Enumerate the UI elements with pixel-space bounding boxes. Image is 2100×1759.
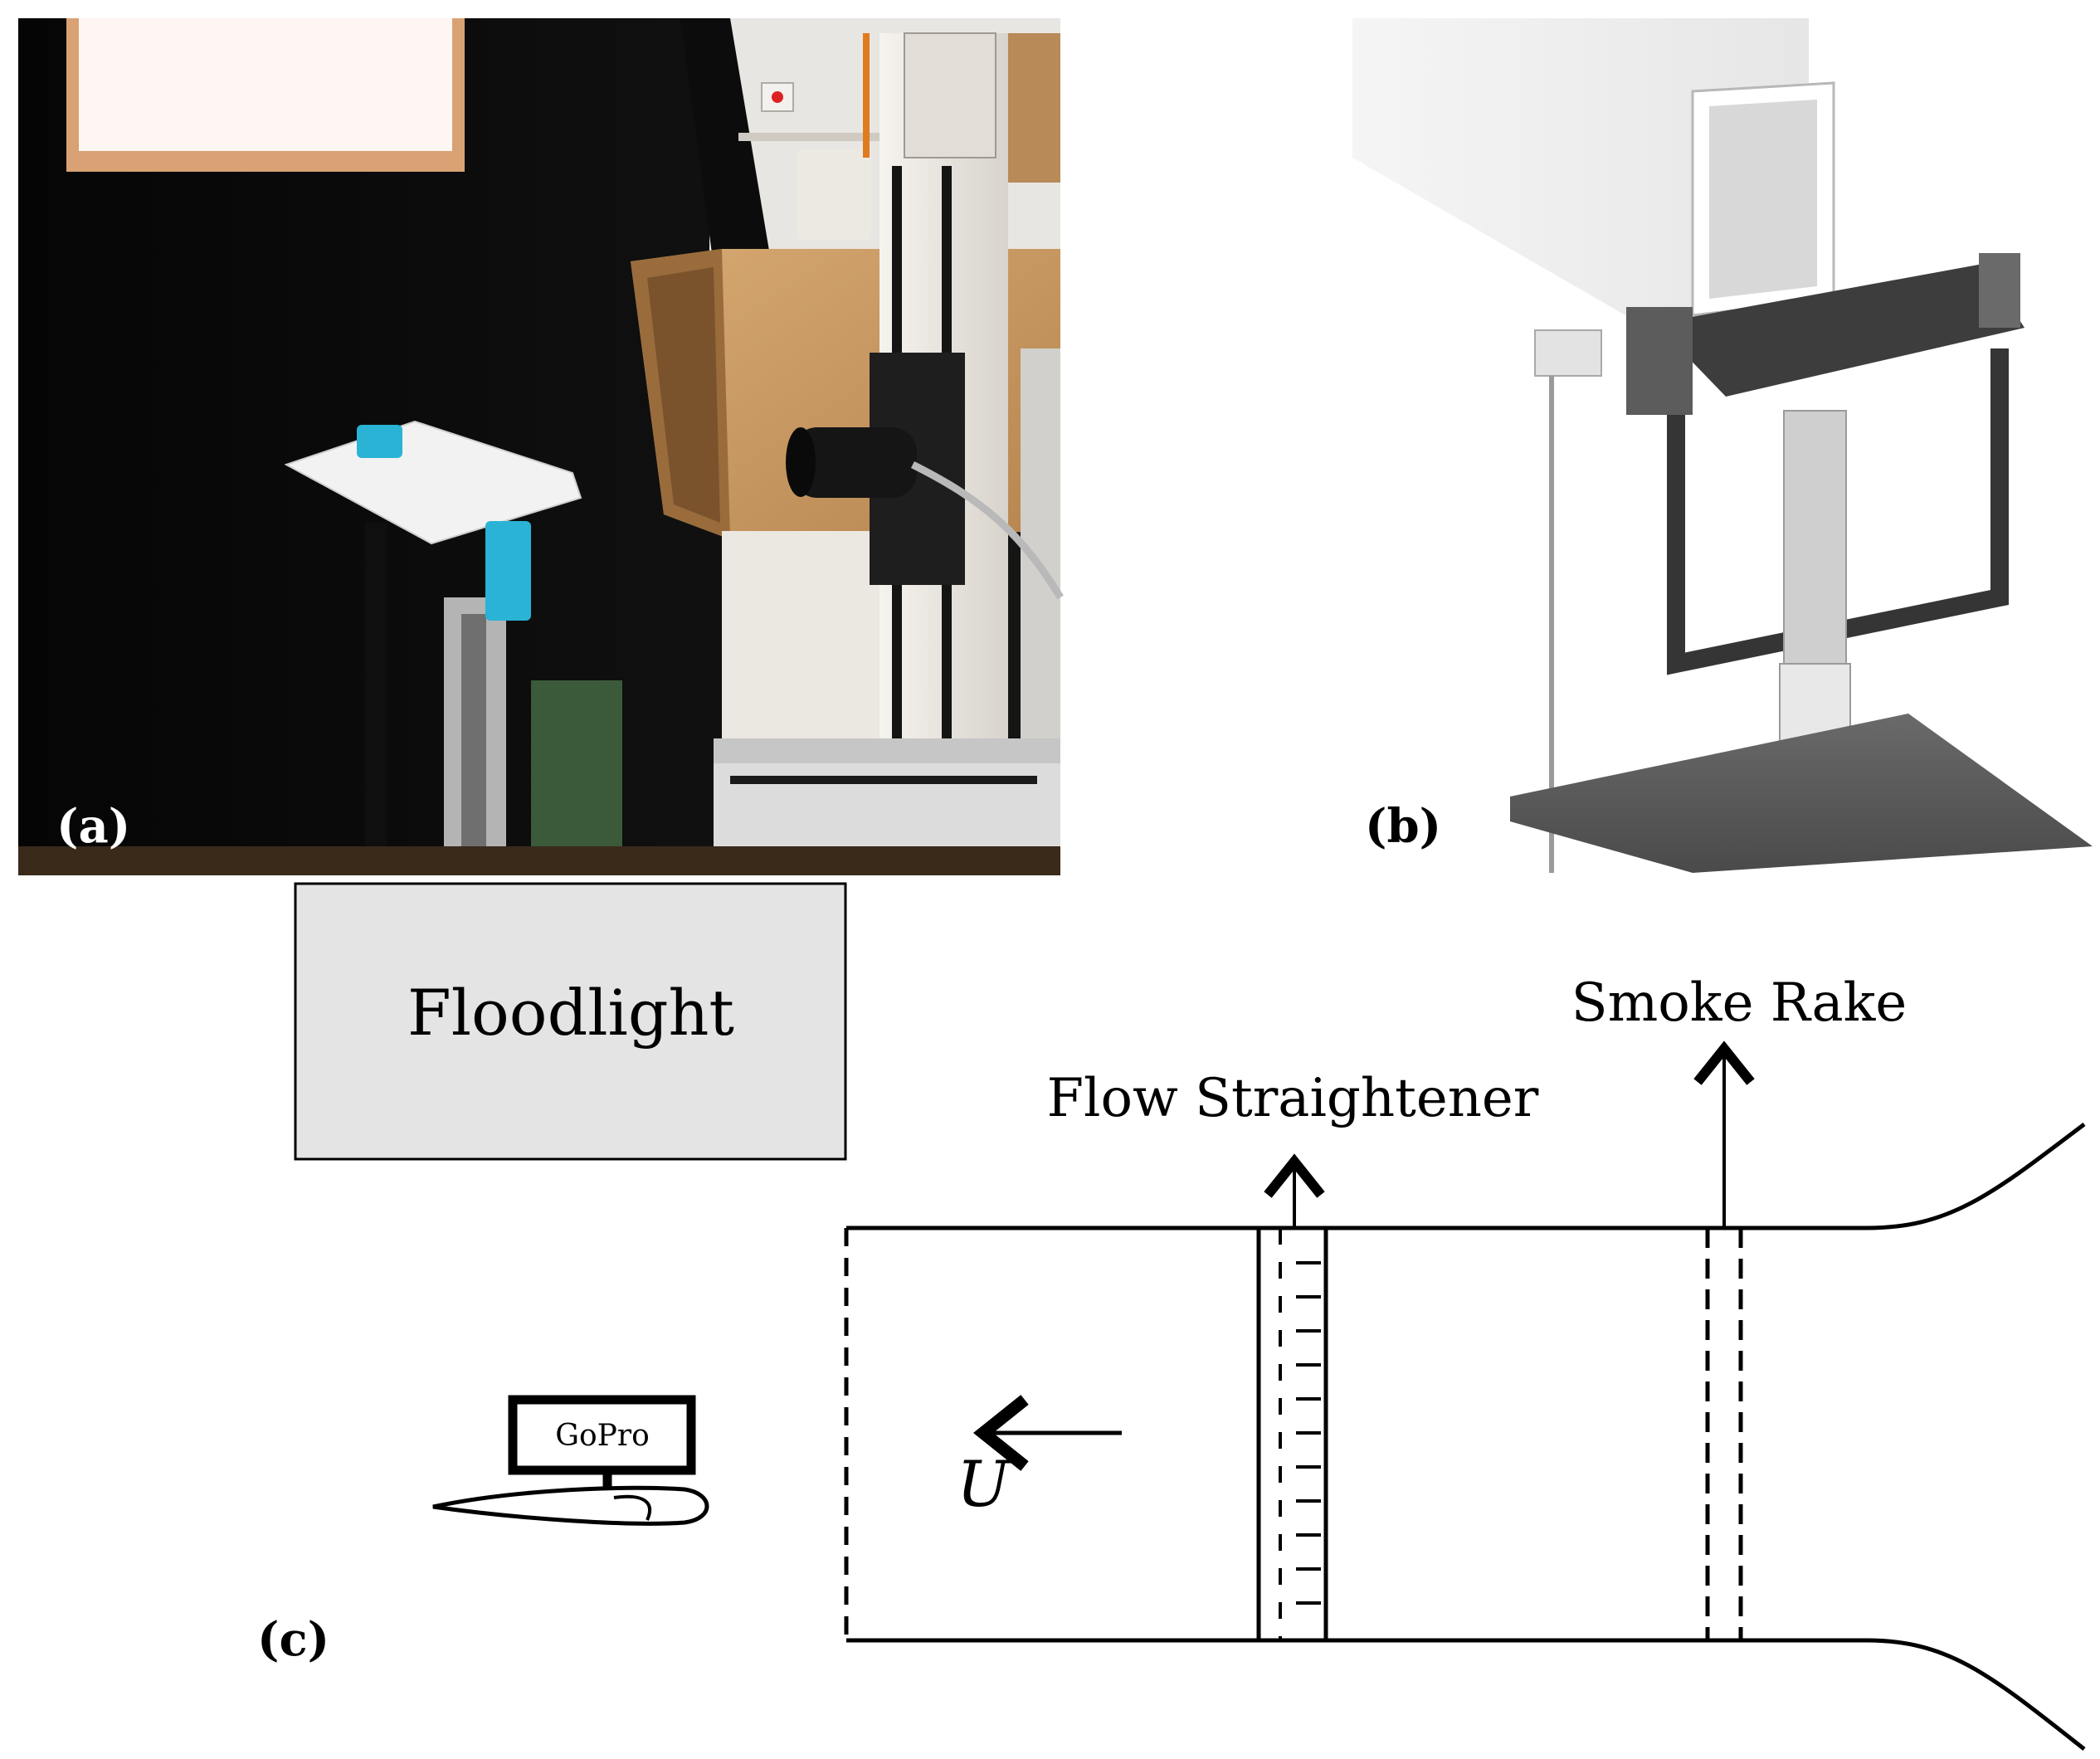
- tunnel-block: [1352, 18, 1809, 328]
- velocity-symbol: U: [957, 1447, 1012, 1521]
- tunnel-bottom-wall: [846, 1638, 2086, 1751]
- floodlight-box: [294, 882, 847, 1161]
- base-plate: [1510, 714, 2093, 873]
- gopro-label: GoPro: [555, 1419, 650, 1453]
- actuator-box: [1534, 329, 1602, 377]
- cardboard-tunnel-inner: [647, 267, 720, 523]
- panel-c-schematic: Floodlight Flow Straightener: [257, 882, 2086, 1751]
- wall-socket-button: [772, 91, 783, 103]
- frame-bracket-left: [1626, 307, 1693, 415]
- orange-cable: [863, 33, 870, 158]
- traverse-base-top: [714, 738, 1060, 763]
- green-support: [531, 680, 622, 871]
- gopro-camera: [508, 1395, 696, 1475]
- plastic-canister: [797, 149, 871, 241]
- wing-clamp-right: [485, 521, 531, 621]
- flow-straightener-label: Flow Straightener: [1047, 1068, 1539, 1129]
- wing-stand-slot: [461, 614, 486, 846]
- airfoil-wing: [432, 1485, 709, 1526]
- tunnel-top-wall: [846, 1123, 2086, 1230]
- black-curtain-edge: [680, 18, 772, 266]
- traverse-base-stripe: [730, 776, 1037, 784]
- airfoil-pivot: [613, 1494, 652, 1521]
- panel-a-label: (a): [56, 799, 130, 854]
- smoke-rake-label: Smoke Rake: [1571, 972, 1908, 1034]
- tunnel-outlet-inner: [1709, 100, 1817, 299]
- stand-post: [365, 523, 387, 855]
- light-panel: [79, 18, 452, 151]
- floodlight-label: Floodlight: [407, 976, 734, 1050]
- floor: [18, 846, 1060, 875]
- camera-body: [786, 427, 1064, 600]
- panel-a-photo: (a): [18, 18, 1064, 875]
- flap-plate: [1655, 264, 2024, 397]
- straightener-vanes: [1296, 1261, 1321, 1605]
- wing-clamp-left: [357, 425, 402, 458]
- panel-b-label: (b): [1365, 799, 1441, 854]
- panel-b-render: (b): [1352, 18, 2093, 875]
- pillar-top-motor: [904, 32, 996, 158]
- frame-bracket-right: [1979, 253, 2020, 328]
- panel-c-label: (c): [257, 1612, 329, 1667]
